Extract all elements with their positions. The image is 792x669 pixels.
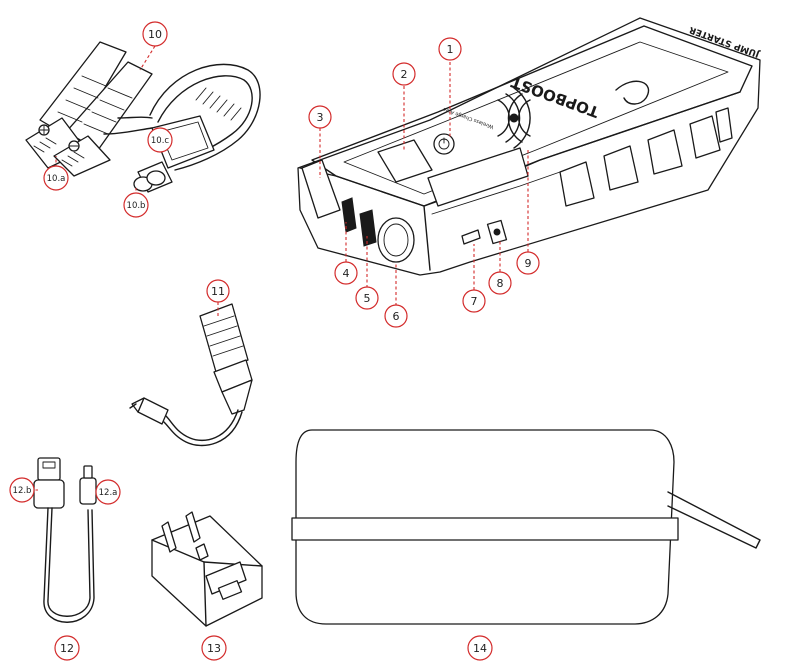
callout-label: 10 [148, 28, 162, 41]
usb-cable-illustration [33, 457, 97, 623]
callout-12a: 12.a [95, 479, 121, 505]
callout-label: 11 [211, 285, 225, 298]
callout-12b: 12.b [9, 477, 35, 503]
callout-13: 13 [201, 635, 227, 661]
callout-label: 9 [525, 257, 532, 270]
callout-10b: 10.b [123, 192, 149, 218]
callout-9: 9 [516, 251, 540, 275]
callout-label: 10.a [47, 174, 66, 184]
callout-14: 14 [467, 635, 493, 661]
callout-label: 6 [393, 310, 400, 323]
callout-label: 13 [207, 642, 221, 655]
callout-label: 3 [317, 111, 324, 124]
callout-label: 10.b [127, 201, 146, 211]
callout-label: 7 [471, 295, 478, 308]
callout-label: 8 [497, 277, 504, 290]
jump-starter-illustration: TOPBOOST Wireless Charge Area JUMP START… [297, 17, 762, 276]
callout-6: 6 [384, 304, 408, 328]
carrying-case-illustration [291, 429, 761, 625]
car-adapter-illustration [129, 303, 253, 447]
callout-label: 5 [364, 292, 371, 305]
callout-label: 12 [60, 642, 74, 655]
callout-label: 10.c [151, 136, 170, 146]
callout-label: 12.a [99, 488, 118, 498]
callout-label: 12.b [13, 486, 32, 496]
callout-11: 11 [206, 279, 230, 303]
callout-4: 4 [334, 261, 358, 285]
callout-12: 12 [54, 635, 80, 661]
callout-10c: 10.c [147, 127, 173, 153]
callout-leaders [30, 45, 529, 491]
jumper-clamps-illustration [25, 41, 261, 193]
callout-label: 1 [447, 43, 454, 56]
callout-5: 5 [355, 286, 379, 310]
callout-label: 14 [473, 642, 487, 655]
callout-3: 3 [308, 105, 332, 129]
callout-10a: 10.a [43, 165, 69, 191]
callout-1: 1 [438, 37, 462, 61]
callout-label: 2 [401, 68, 408, 81]
wall-charger-illustration [151, 511, 263, 627]
callout-7: 7 [462, 289, 486, 313]
callout-2: 2 [392, 62, 416, 86]
callout-label: 4 [343, 267, 350, 280]
callout-10: 10 [142, 21, 168, 47]
callout-8: 8 [488, 271, 512, 295]
